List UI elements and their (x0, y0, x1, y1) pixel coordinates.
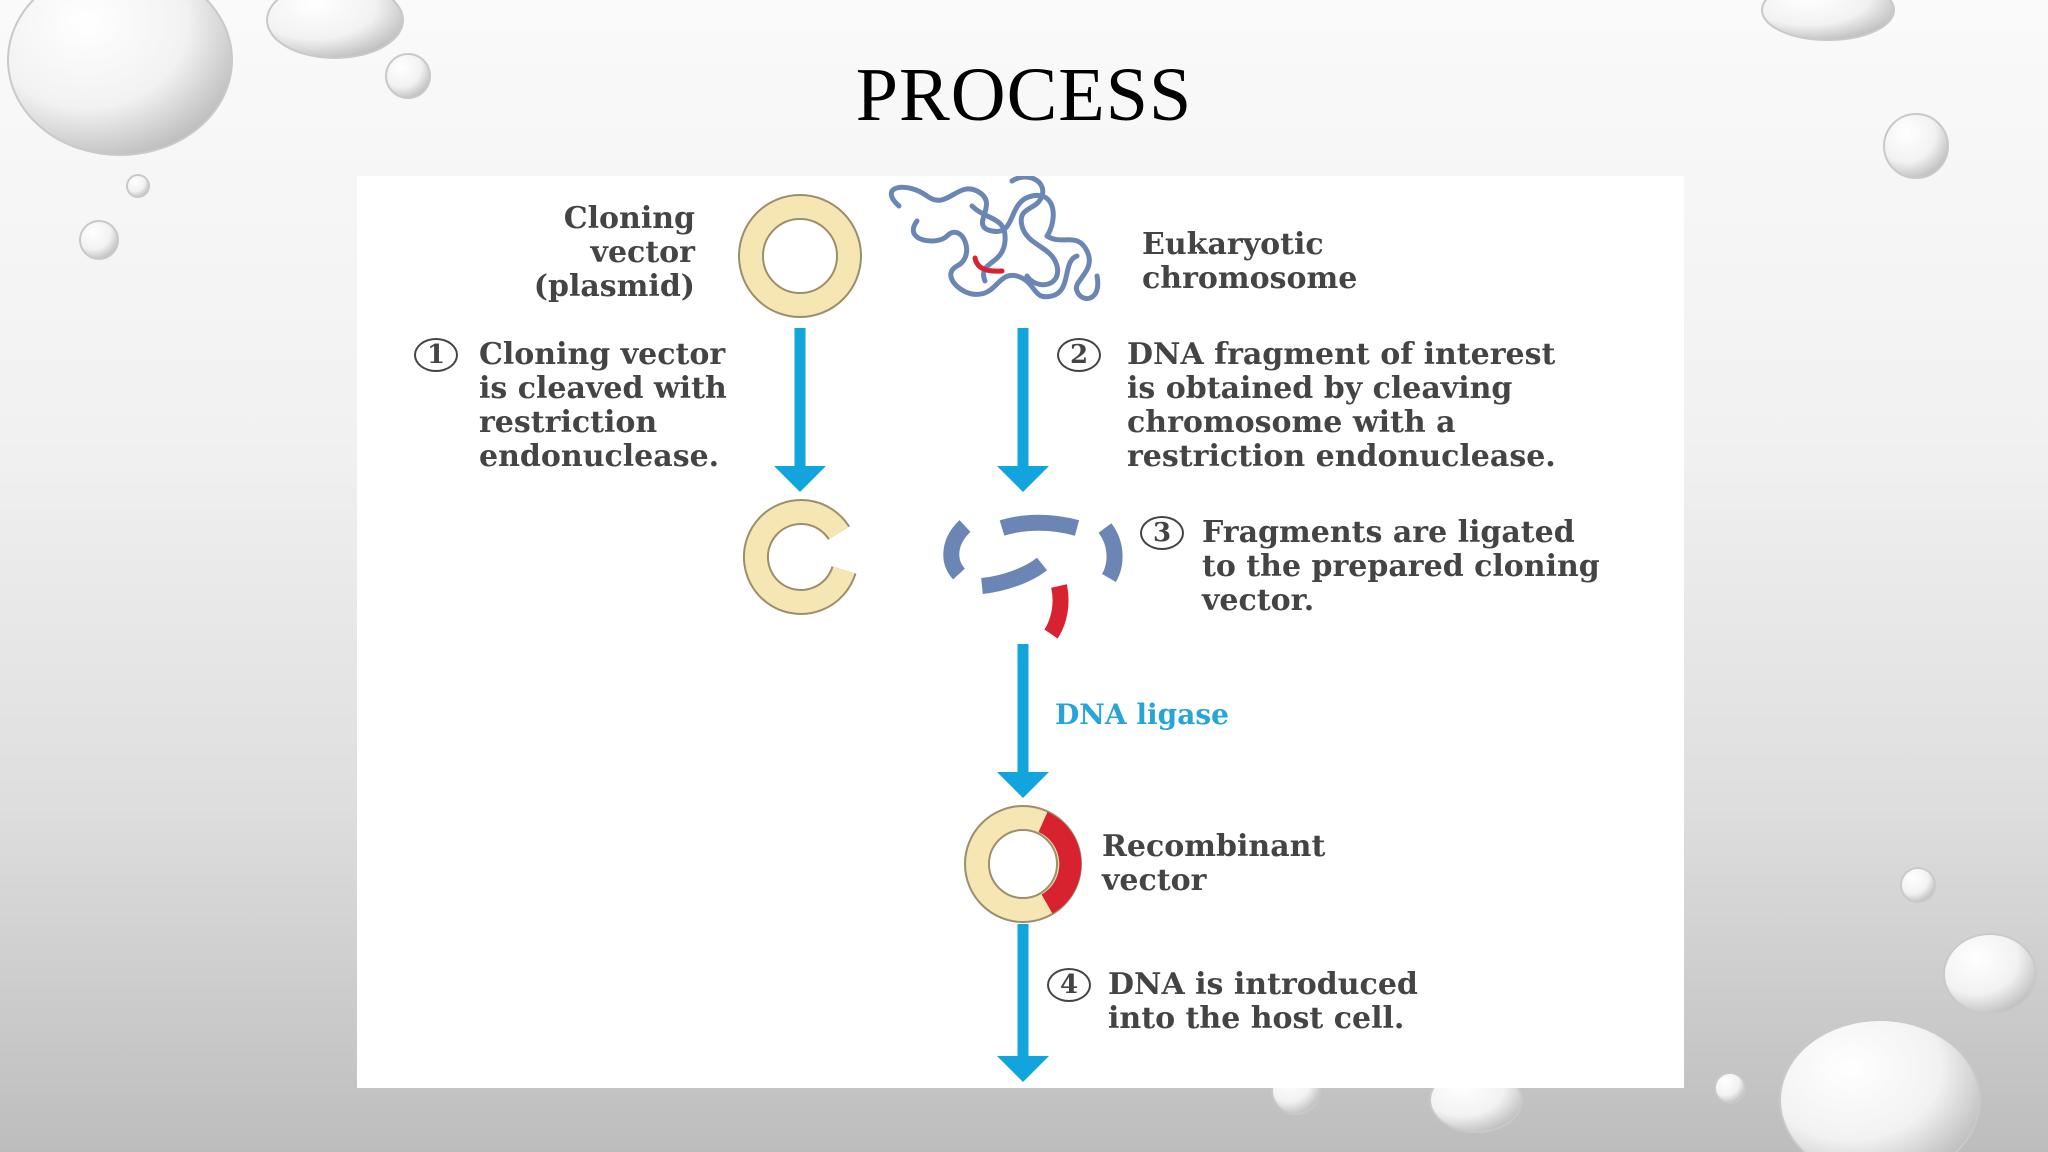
plasmid-ring-fill (740, 196, 860, 316)
insert-fragment (1044, 584, 1069, 639)
chromosome-label: Eukaryotic chromosome (1142, 227, 1358, 296)
arrow-step2-head (997, 466, 1049, 492)
water-drops (7, 0, 2037, 1152)
arrow-step4-head (997, 1056, 1049, 1082)
step3-number-badge: 3 (1140, 516, 1184, 550)
flow-arrows (774, 328, 1049, 1082)
recombinant-insert (1037, 811, 1082, 914)
eukaryotic-chromosome-icon (889, 176, 1101, 302)
step2-text: DNA fragment of interest is obtained by … (1127, 337, 1556, 474)
chromosome-insert-segment (972, 255, 1005, 274)
cloning-diagram-graphics (738, 176, 1123, 1082)
arrow-ligase-head (997, 772, 1049, 798)
step1-text: Cloning vector is cleaved with restricti… (479, 337, 727, 474)
step3-text: Fragments are ligated to the prepared cl… (1202, 515, 1600, 618)
step4-text: DNA is introduced into the host cell. (1108, 967, 1418, 1036)
dna-ligase-label: DNA ligase (1055, 698, 1229, 731)
recombinant-vector-label: Recombinant vector (1102, 829, 1326, 898)
arrow-step1-head (774, 466, 826, 492)
plasmid-label: Cloning vector (plasmid) (533, 201, 695, 304)
fragment-left (943, 520, 971, 580)
step2-number-badge: 2 (1057, 338, 1101, 372)
dna-fragments (943, 514, 1123, 594)
fragment-right (1098, 523, 1123, 582)
fragment-top (999, 514, 1080, 536)
step4-number-badge: 4 (1047, 968, 1091, 1002)
fragment-middle (981, 557, 1047, 594)
step1-number-badge: 1 (414, 338, 458, 372)
slide-title: PROCESS (855, 53, 1193, 137)
diagram-panel: Cloning vector (plasmid) Eukaryotic chro… (357, 176, 1684, 1088)
cleaved-plasmid (744, 501, 855, 613)
